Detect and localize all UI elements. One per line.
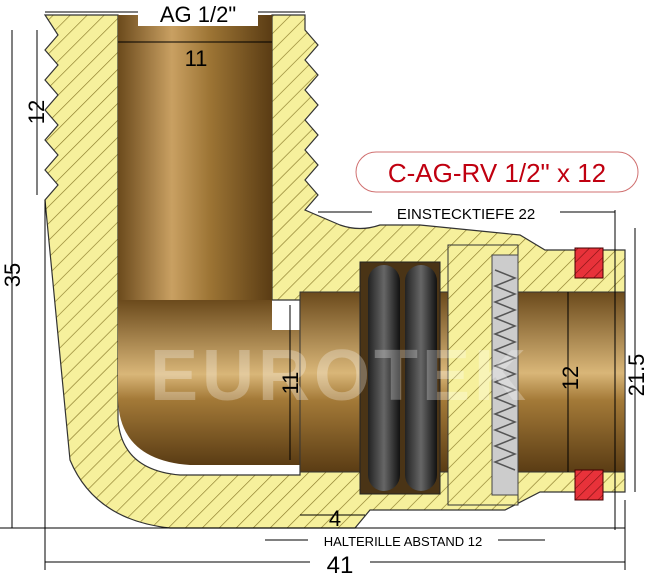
dim-pipe-diameter: 12 [558,366,583,390]
dim-insertion-depth: EINSTECKTIEFE 22 [397,206,535,223]
vertical-bore [118,15,272,315]
dim-total-length: 41 [327,552,354,576]
dim-outer-diameter: 21.5 [624,354,649,397]
dim-thread-size: AG 1/2" [160,2,236,27]
dim-groove-spacing: HALTERILLE ABSTAND 12 [324,534,482,549]
seal-top [574,247,604,279]
retaining-ring [447,244,519,506]
product-title: C-AG-RV 1/2" x 12 [388,158,606,188]
elbow-bore [118,300,300,465]
dim-top-bore: 11 [185,46,208,71]
watermark: EUROTEK [150,336,530,416]
title-badge [355,151,639,193]
o-rings [359,261,441,495]
fitting-body-section [43,14,626,529]
dim-groove-offset: 4 [329,506,341,531]
seal-bottom [574,469,604,501]
dim-thread-length: 12 [24,100,49,124]
dim-height: 35 [0,263,25,287]
dim-inner-bore: 11 [278,372,303,395]
